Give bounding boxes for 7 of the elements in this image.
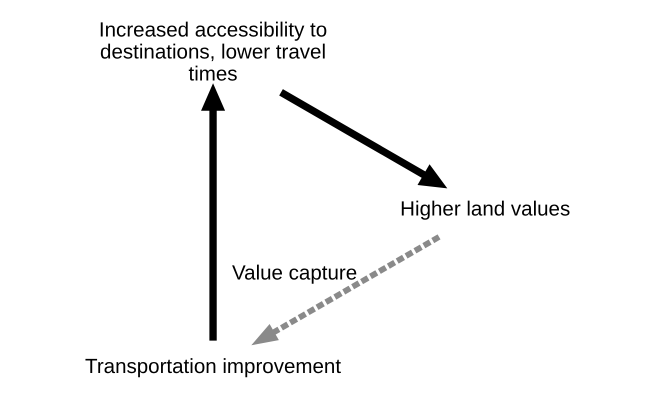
node-text: Transportation improvement	[84, 354, 341, 378]
edge-label: Value capture	[231, 262, 357, 285]
node-text: Increased accessibility to destinations, lower travel times	[98, 18, 327, 86]
arrow	[250, 234, 440, 346]
arrow	[278, 89, 447, 188]
node-text: Higher land values	[400, 198, 570, 221]
arrow	[200, 83, 225, 341]
